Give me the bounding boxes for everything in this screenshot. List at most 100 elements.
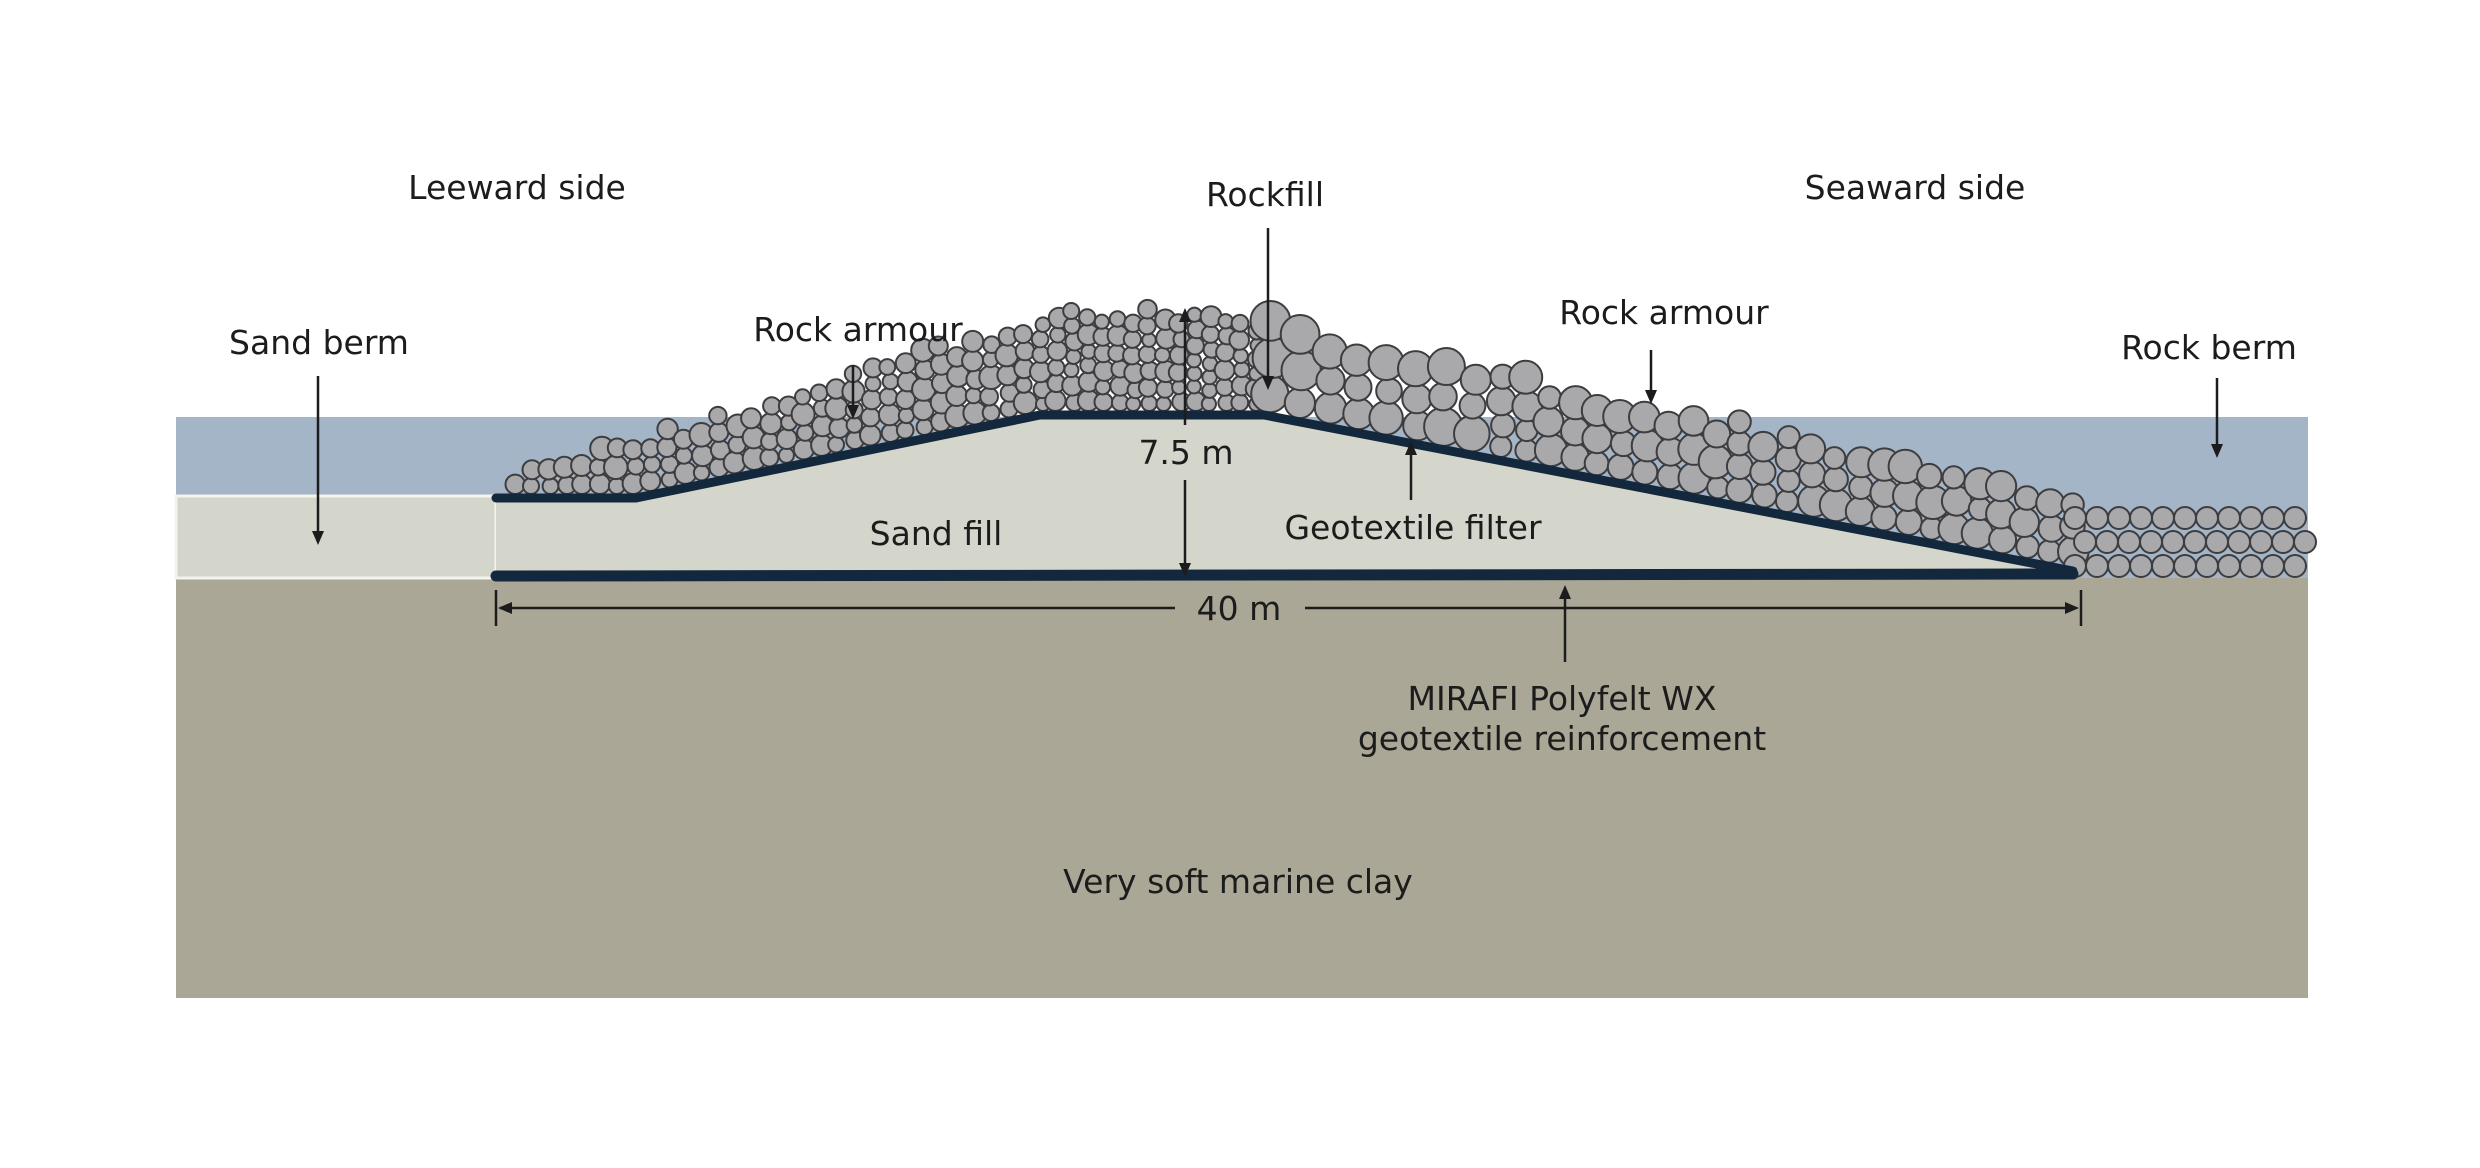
rock [945, 384, 968, 408]
rock-berm-stone [2261, 554, 2285, 578]
rock-berm-stone [2249, 530, 2273, 554]
rock [1078, 308, 1097, 327]
rock [1343, 372, 1373, 402]
rock-berm-stone [2217, 554, 2241, 578]
rock [1459, 363, 1492, 396]
rock-berm-stone [2161, 530, 2185, 554]
rock [1200, 324, 1221, 344]
rock [1725, 476, 1754, 504]
rock [1093, 313, 1110, 330]
rock [1186, 365, 1203, 382]
marine-clay-label: Very soft marine clay [1063, 862, 1413, 901]
rock [894, 352, 917, 375]
rock [1217, 313, 1234, 330]
rock [1279, 314, 1321, 355]
rock [1049, 326, 1067, 344]
annotation-arrows [312, 228, 2223, 662]
rock-berm-stone [2085, 554, 2109, 578]
rock [877, 402, 902, 427]
rock [1125, 396, 1142, 412]
rock [878, 387, 899, 407]
rock [762, 396, 782, 416]
rock [1428, 381, 1458, 412]
rock-armour-right-label: Rock armour [1559, 293, 1769, 332]
sand-fill-core [496, 415, 2073, 576]
geotextile-reinforcement-line [490, 568, 2079, 582]
rock [692, 464, 711, 482]
rock [708, 405, 728, 426]
rock [809, 383, 829, 403]
rock [794, 388, 812, 406]
leeward-side-label: Leeward side [408, 168, 626, 207]
rock [824, 396, 849, 421]
rock [1339, 343, 1374, 377]
rock [1916, 462, 1943, 490]
rock [1894, 508, 1923, 536]
rock [1677, 405, 1710, 437]
rock [588, 473, 611, 495]
rock-berm-stone [2139, 530, 2163, 554]
rock [708, 421, 730, 443]
rock [722, 450, 747, 475]
rock [2008, 506, 2041, 538]
rock [1093, 392, 1114, 412]
rock [1653, 410, 1684, 441]
rock [674, 446, 694, 465]
rock [1094, 378, 1112, 396]
rock [1185, 335, 1205, 356]
rock [1368, 400, 1404, 436]
rock [1213, 359, 1236, 381]
rock-berm-stone [2129, 554, 2153, 578]
rock [1795, 433, 1827, 465]
rock [777, 446, 795, 464]
rock [1706, 475, 1730, 500]
rock [1154, 346, 1171, 364]
rock [1776, 468, 1801, 493]
rock [860, 406, 881, 428]
rock [981, 403, 1001, 423]
rock [1453, 414, 1491, 453]
rock-berm-stone [2217, 506, 2241, 530]
rock [1137, 316, 1157, 336]
rock [1870, 504, 1898, 532]
rock [1171, 379, 1187, 396]
rock [1122, 329, 1143, 349]
rock-berm-stone [2227, 530, 2251, 554]
rock [982, 335, 1001, 355]
rock [759, 412, 783, 436]
rock [861, 388, 883, 411]
rock [571, 473, 593, 495]
rock-berm-stone [2117, 530, 2141, 554]
rock [740, 407, 763, 430]
rock [1702, 419, 1732, 449]
rock-berm-stone [2271, 530, 2295, 554]
rockfill-label: Rockfill [1206, 175, 1324, 214]
rock [642, 455, 662, 474]
rock [1031, 345, 1051, 364]
rock [878, 358, 897, 376]
rock [927, 335, 949, 357]
rock [1228, 329, 1250, 351]
rock [522, 477, 540, 495]
rock [1215, 377, 1235, 397]
rock [1200, 395, 1218, 412]
rock [827, 435, 845, 454]
rock [1155, 379, 1175, 399]
rock-berm-stone [2107, 554, 2131, 578]
rock [961, 349, 985, 373]
rock [1458, 391, 1487, 420]
rock-berm-stone [2239, 554, 2263, 578]
rock [1490, 412, 1516, 439]
rock [1485, 385, 1517, 417]
reinforcement-label-line1: MIRAFI Polyfelt WX [1408, 679, 1717, 718]
rock [1844, 495, 1876, 527]
rock [1941, 465, 1966, 490]
rock [1044, 389, 1067, 412]
rock [603, 454, 629, 481]
rock-berm-stone [2063, 506, 2087, 530]
rock [1985, 470, 2018, 503]
rock [759, 447, 780, 468]
marine-clay-layer [176, 578, 2308, 998]
rock [1155, 395, 1172, 412]
